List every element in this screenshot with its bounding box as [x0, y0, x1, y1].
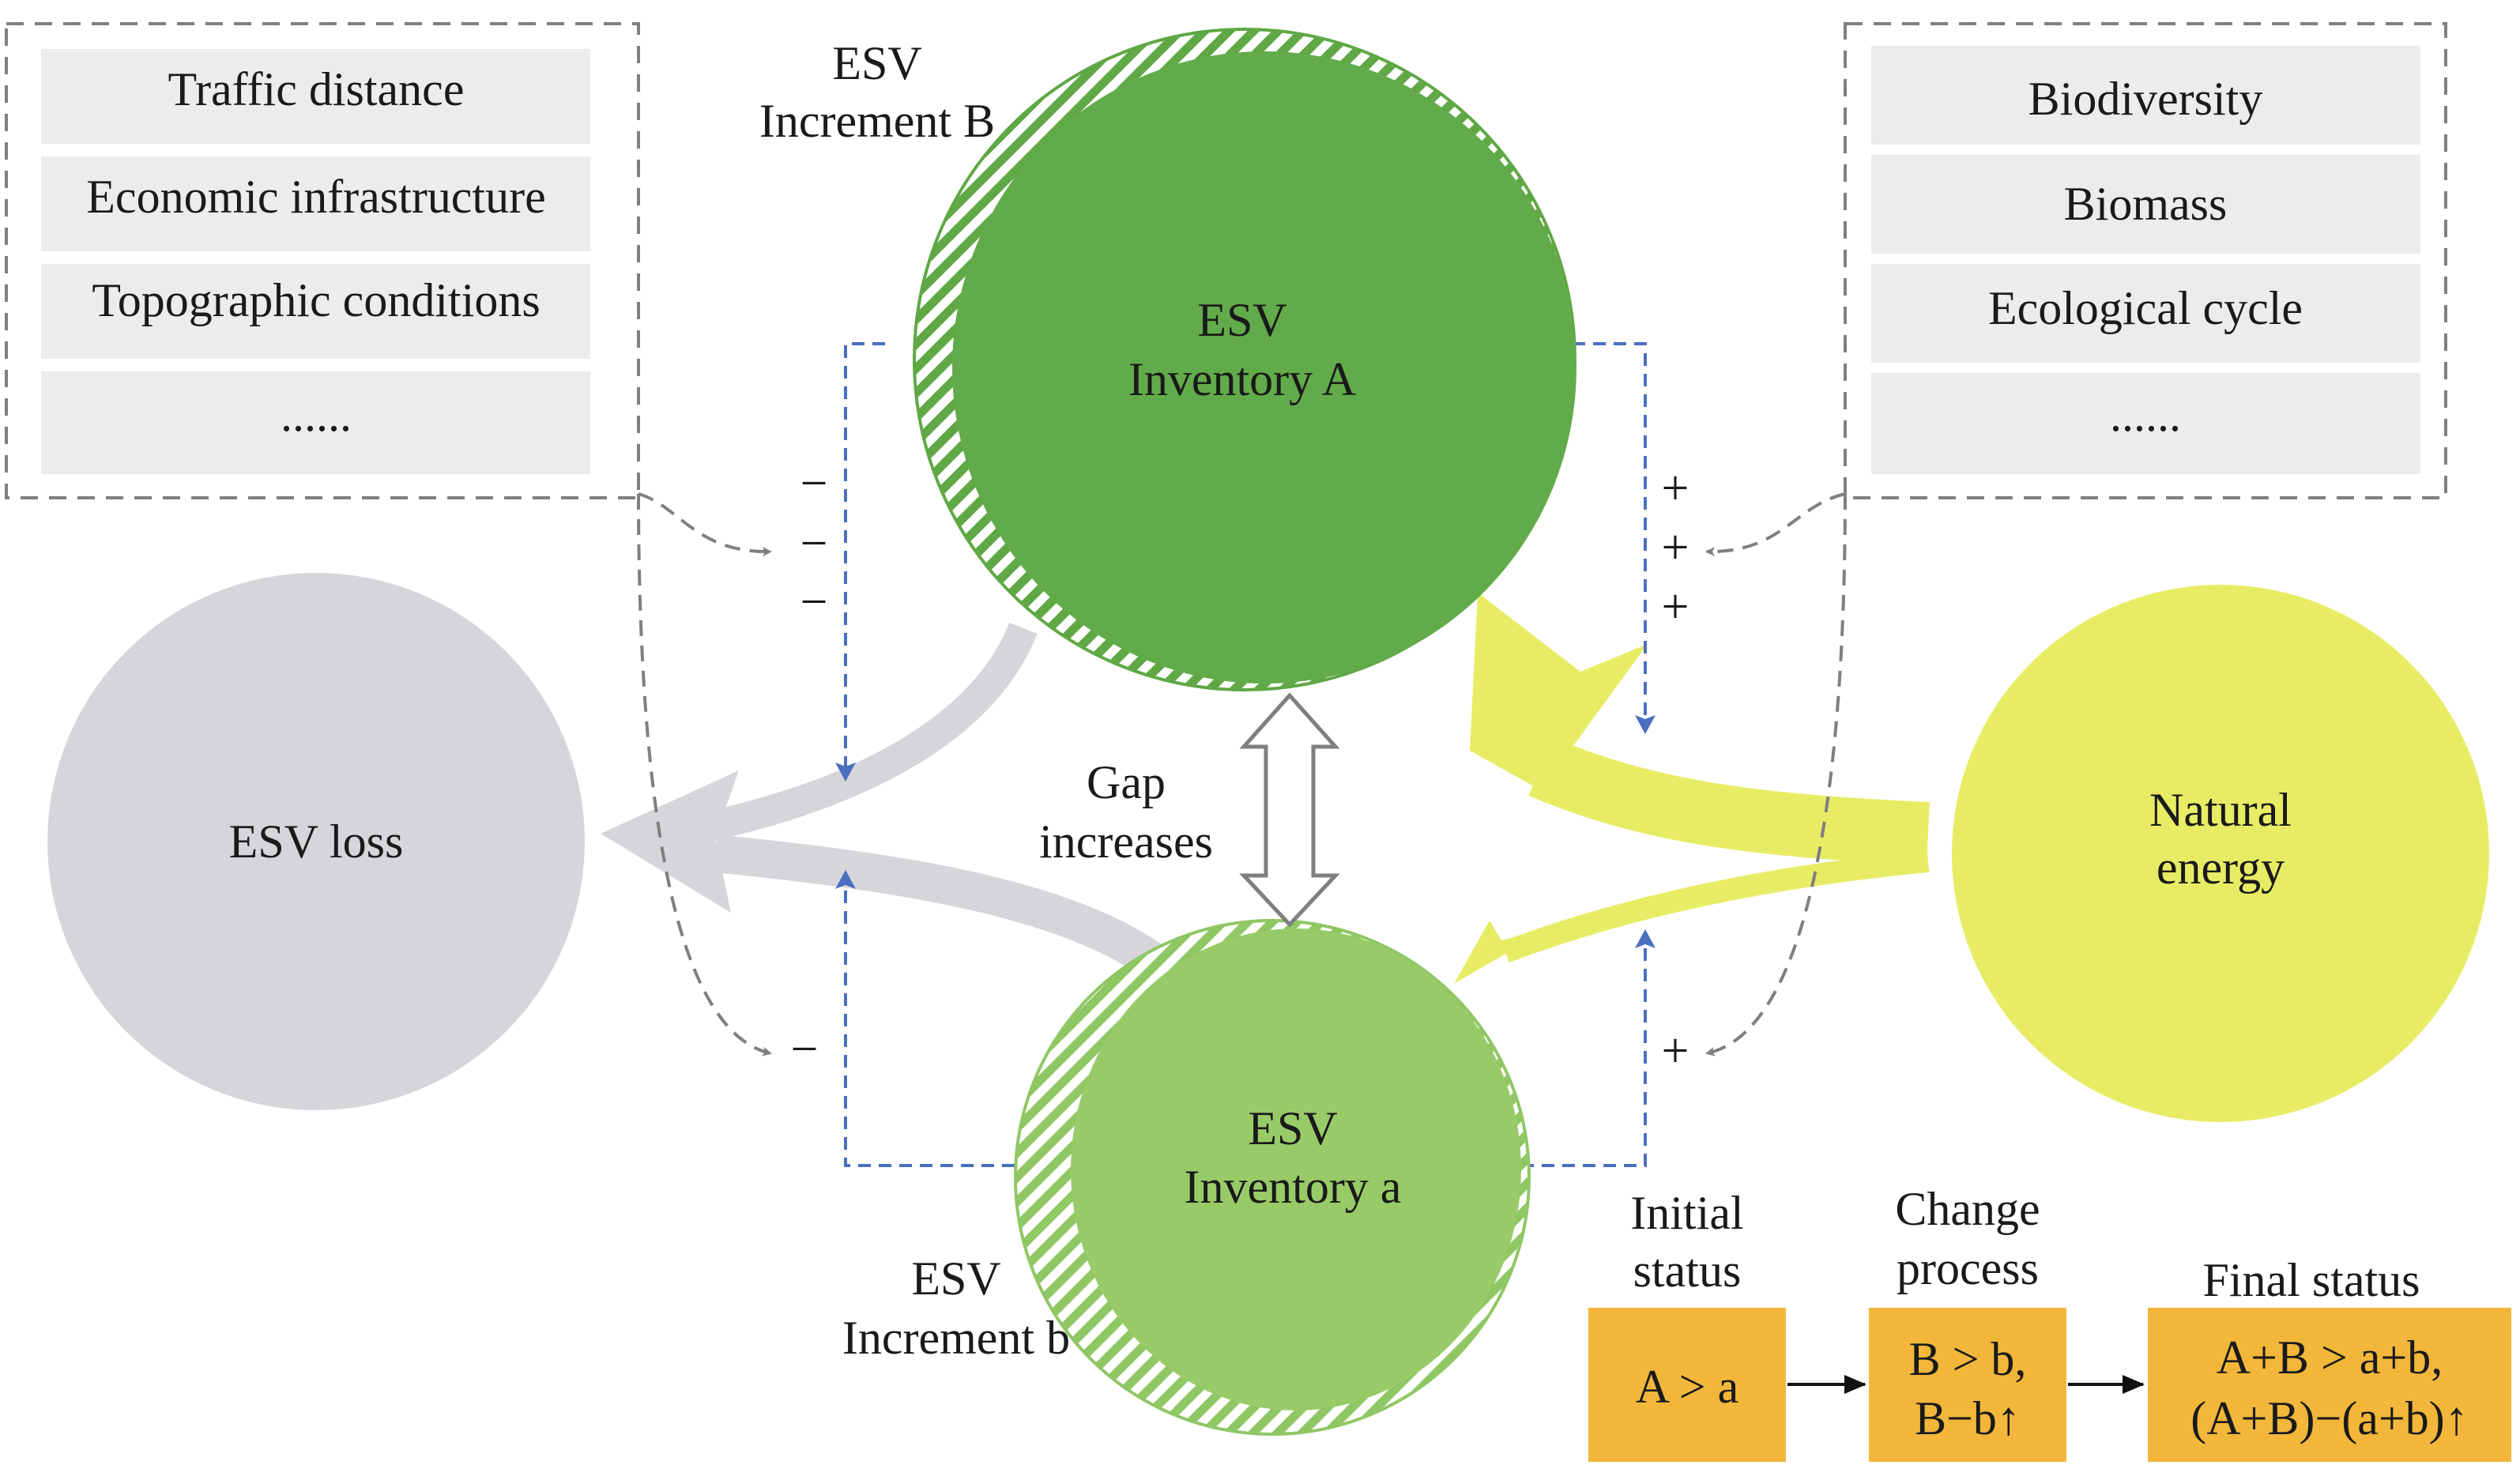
left-factor-label-4: ......: [281, 389, 352, 441]
right-factor-panel: Biodiversity Biomass Ecological cycle ..…: [1844, 22, 2447, 499]
change-process-box: [1869, 1308, 2066, 1462]
loss-arrowhead: [601, 770, 739, 913]
status-flow: Initial status A > a Change process B > …: [1588, 1183, 2511, 1462]
blue-left-lower: [835, 870, 1035, 1167]
minus-sign-2: −: [800, 517, 828, 571]
loss-flow-from-a: [713, 834, 1173, 984]
right-factor-label-2: Biomass: [2064, 178, 2228, 230]
right-factor-label-4: ......: [2110, 389, 2181, 441]
left-factor-box-4: [41, 371, 590, 474]
natural-flow-to-a: [1501, 850, 1930, 963]
final-status-title: Final status: [2202, 1254, 2420, 1306]
left-factor-label-2: Economic infrastructure: [86, 171, 545, 223]
natural-arrowhead-A: [1470, 593, 1648, 790]
inventory-a-circle: [1071, 928, 1521, 1410]
natural-energy-line1: Natural: [2149, 784, 2292, 836]
final-status-value-2: (A+B)−(a+b)↑: [2190, 1392, 2468, 1444]
final-status-value-1: A+B > a+b,: [2217, 1331, 2443, 1384]
right-factor-box-2: [1871, 155, 2420, 254]
esv-loss-label: ESV loss: [229, 815, 404, 868]
left-factor-label-3: Topographic conditions: [92, 274, 540, 326]
minus-sign-3: −: [800, 575, 828, 629]
right-factor-box-3: [1871, 264, 2420, 363]
natural-flow-arrows: [1454, 593, 1930, 984]
natural-energy-circle: Natural energy: [1952, 585, 2489, 1122]
increment-B-line2: Increment B: [759, 95, 995, 147]
increment-B-line1: ESV: [832, 37, 921, 89]
blue-right-lower: [1521, 929, 1656, 1167]
minus-sign-4: −: [791, 1022, 819, 1076]
right-factor-box-1: [1871, 46, 2420, 145]
change-process-value-2: B−b↑: [1915, 1392, 2021, 1444]
right-factor-label-3: Ecological cycle: [1988, 282, 2303, 334]
left-factor-box-3: [41, 264, 590, 359]
initial-status-title-2: status: [1633, 1245, 1742, 1297]
inventory-A-line1: ESV: [1197, 294, 1286, 346]
blue-left-upper: [835, 342, 885, 781]
esv-a-group: ESV Inventory a: [1014, 919, 1531, 1436]
gray-dashed-connectors: [637, 492, 1847, 1056]
initial-status-box: [1588, 1308, 1786, 1462]
inventory-A-circle: [952, 51, 1576, 684]
change-process-title-1: Change: [1895, 1183, 2040, 1235]
plus-sign-2: +: [1662, 521, 1689, 574]
esv-A-group: ESV Inventory A: [913, 28, 1576, 691]
left-factor-panel: Traffic distance Economic infrastructure…: [5, 22, 640, 499]
left-factor-box-2: [41, 156, 590, 251]
increment-b-line1: ESV: [911, 1252, 1000, 1305]
gap-label-line1: Gap: [1087, 756, 1166, 808]
plus-signs: + + + +: [1662, 461, 1689, 1078]
minus-sign-1: −: [800, 457, 828, 510]
right-factor-box-4: [1871, 373, 2420, 474]
loss-flow-from-A: [707, 622, 1038, 841]
left-factor-box-1: [41, 49, 590, 144]
left-factor-label-1: Traffic distance: [168, 63, 465, 115]
inventory-A-line2: Inventory A: [1128, 353, 1356, 405]
loss-flow-arrows: [601, 622, 1173, 984]
initial-status-title-1: Initial: [1630, 1187, 1743, 1239]
left-connector-lower: [637, 493, 772, 1056]
natural-flow-to-A: [1528, 737, 1930, 865]
plus-sign-1: +: [1662, 461, 1689, 515]
initial-status-value: A > a: [1636, 1361, 1739, 1413]
natural-arrowhead-a: [1454, 921, 1549, 984]
blue-dashed-connectors: [835, 342, 1656, 1167]
right-factor-label-1: Biodiversity: [2028, 73, 2263, 125]
minus-signs: − − − −: [791, 457, 828, 1076]
blue-right-upper: [1573, 342, 1656, 734]
inventory-a-line1: ESV: [1248, 1102, 1337, 1154]
esv-loss-circle: ESV loss: [47, 573, 585, 1110]
final-status-box: [2148, 1308, 2511, 1462]
right-connector-lower: [1705, 493, 1847, 1056]
increment-b-line2: Increment b: [842, 1312, 1070, 1364]
gap-double-arrow: [1239, 692, 1340, 928]
inventory-a-line2: Inventory a: [1185, 1161, 1402, 1213]
change-process-value-1: B > b,: [1909, 1333, 2027, 1385]
gap-label-line2: increases: [1039, 815, 1213, 868]
right-connector-upper: [1705, 492, 1846, 557]
plus-sign-3: +: [1662, 580, 1689, 634]
natural-energy-line2: energy: [2157, 842, 2285, 894]
left-connector-upper: [638, 492, 772, 557]
plus-sign-4: +: [1662, 1024, 1689, 1078]
change-process-title-2: process: [1897, 1242, 2039, 1294]
